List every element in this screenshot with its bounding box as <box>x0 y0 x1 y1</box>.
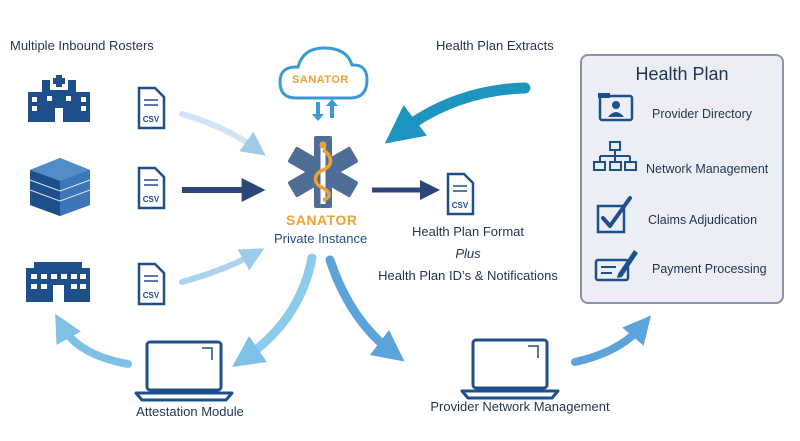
apartment-building-icon <box>26 262 90 302</box>
roster-arrow-top <box>179 111 266 156</box>
roster-arrow-bottom <box>179 248 265 285</box>
extracts-arrow <box>384 82 531 144</box>
attestation-label: Attestation Module <box>136 404 244 419</box>
health-plan-item: Network Management <box>646 162 769 176</box>
contact-card-icon <box>598 93 634 122</box>
laptop-icon <box>134 340 234 402</box>
format-label: Health Plan Format <box>412 224 524 239</box>
health-plan-item: Provider Directory <box>652 107 753 121</box>
network-to-plan-arrow <box>571 315 652 366</box>
extracts-label: Health Plan Extracts <box>436 38 554 53</box>
private-instance-label: Private Instance <box>274 231 368 246</box>
hospital-icon <box>28 72 90 122</box>
health-plan-item: Claims Adjudication <box>648 213 758 227</box>
health-plan-icons <box>593 93 638 282</box>
csv-badge: CSV <box>143 115 160 124</box>
cloud-icon <box>278 46 369 121</box>
csv-file-icon <box>446 172 475 216</box>
plus-label: Plus <box>455 246 481 261</box>
attestation-to-rosters-arrow <box>55 313 132 368</box>
provider-network-label: Provider Network Management <box>430 399 610 414</box>
signature-card-icon <box>594 250 638 282</box>
health-plan-panel: Health Plan <box>580 54 784 304</box>
csv-file-icon <box>137 166 166 210</box>
attestation-arrow <box>232 253 317 367</box>
cloud-brand-text: SANATOR <box>292 74 349 86</box>
laptop-icon <box>460 338 560 400</box>
network-arrow <box>325 255 405 362</box>
org-chart-icon <box>593 141 637 171</box>
star-of-life-icon <box>288 136 358 208</box>
checkmark-icon <box>596 196 632 234</box>
csv-file-icon <box>137 262 166 306</box>
csv-badge: CSV <box>452 201 469 210</box>
inbound-rosters-label: Multiple Inbound Rosters <box>10 38 154 53</box>
health-plan-title: Health Plan <box>635 64 729 84</box>
logo-brand-text: SANATOR <box>286 212 358 228</box>
csv-file-icon <box>137 86 166 130</box>
csv-badge: CSV <box>143 291 160 300</box>
csv-badge: CSV <box>143 195 160 204</box>
ids-notifications-label: Health Plan ID’s & Notifications <box>378 268 558 283</box>
health-plan-item: Payment Processing <box>652 262 767 276</box>
office-tower-icon <box>29 158 91 216</box>
